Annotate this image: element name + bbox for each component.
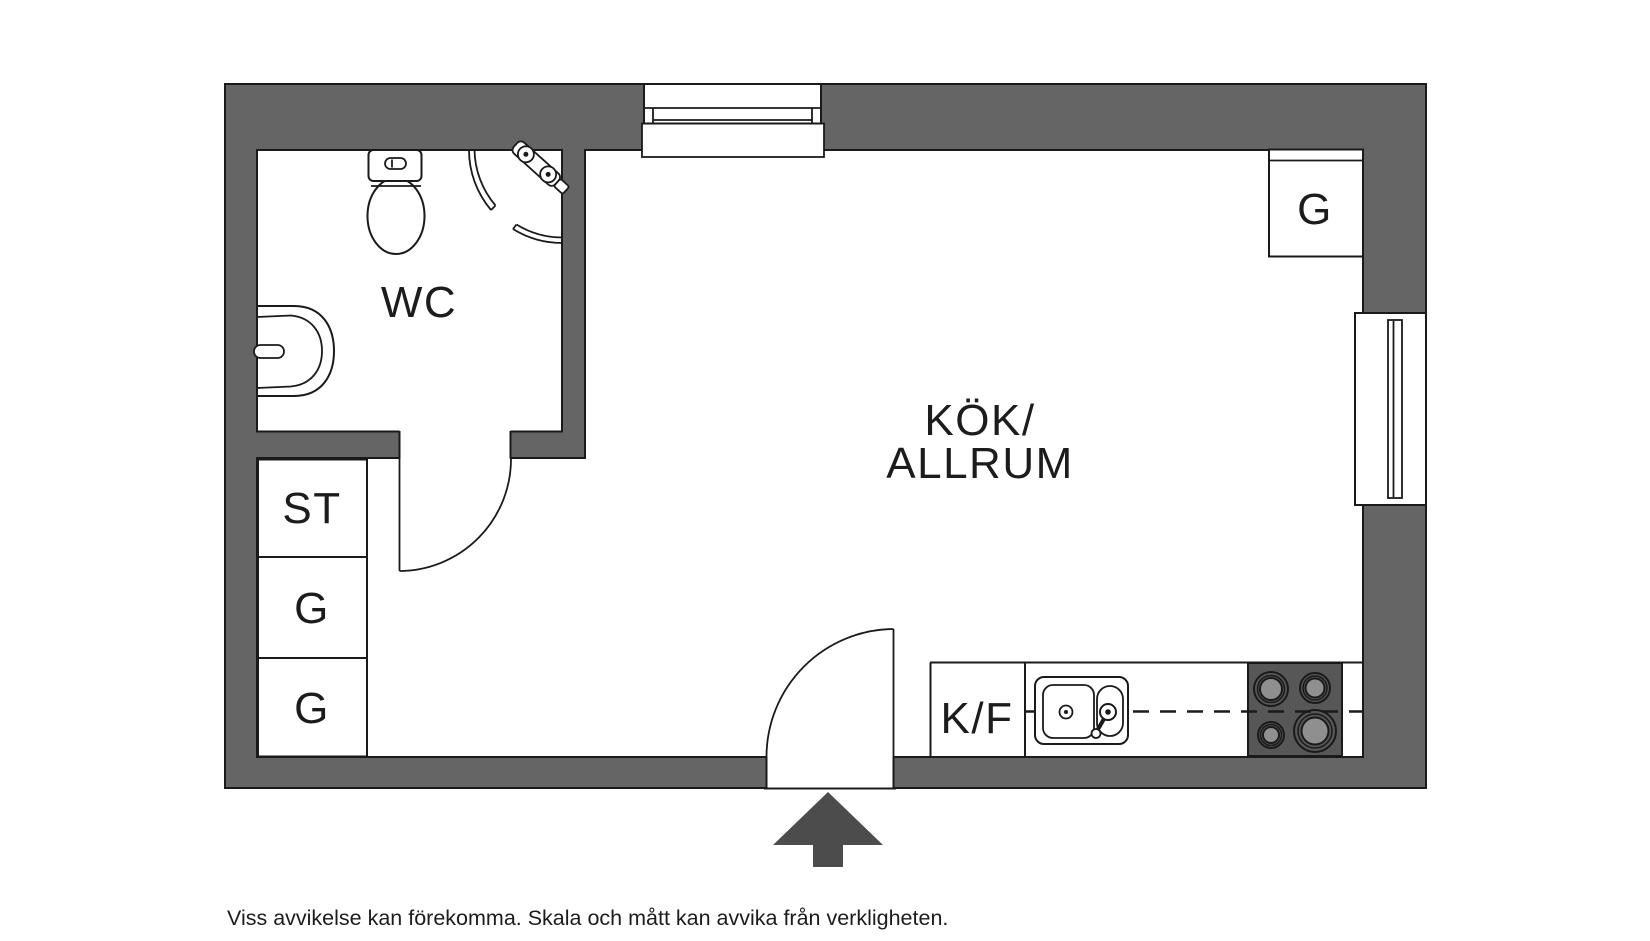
entry-door-jambs (764, 757, 896, 790)
bathroom-sink (253, 305, 336, 397)
window-top (641, 83, 825, 158)
stove-burner-top-left (1253, 671, 1289, 707)
window-right-glass (1387, 319, 1403, 499)
closet-st-label: ST (282, 484, 341, 533)
shower-screen (468, 149, 563, 244)
toilet-flush-button (384, 157, 407, 170)
entry-door-swing-arc (765, 628, 894, 758)
wardrobe-top-right-label: G (1297, 185, 1333, 234)
kitchen-sink-basin-left (1042, 684, 1095, 739)
kitchen-living-label-line2: ALLRUM (886, 439, 1074, 488)
kitchen-sink (1034, 676, 1129, 745)
toilet (366, 149, 426, 255)
entry-doorway (764, 628, 896, 790)
kitchen-faucet-dot (1105, 709, 1111, 715)
kitchen-living-label-line1: KÖK/ (924, 396, 1035, 445)
window-right (1354, 312, 1427, 506)
wc-doorway (398, 430, 512, 572)
kitchen-sink-drain-dot (1064, 710, 1068, 714)
kitchen-counter: K/F (929, 661, 1363, 757)
shower-screen-arc-outer-2 (512, 228, 563, 244)
wc-label: WC (381, 278, 457, 327)
shower-screen-cap-1 (490, 204, 497, 211)
shower-mixer-knob-right-dot (545, 171, 551, 177)
closet-outline (257, 458, 368, 758)
closet-dividers (258, 556, 367, 659)
window-top-sill (641, 122, 825, 158)
kitchen-sink-basin-right (1096, 685, 1124, 737)
stove-burner-bottom-right (1293, 709, 1337, 753)
shower-mixer-spout (553, 178, 570, 195)
kitchen-sink-drain (1058, 704, 1074, 720)
shower-screen-arc-inner-2 (516, 223, 563, 239)
wc-door-opening (399, 430, 511, 460)
wc-fixtures: WC (253, 140, 570, 397)
wc-door-jambs (398, 431, 512, 459)
stove-burner-bottom-left (1257, 721, 1285, 749)
wc-door-swing-arc (399, 457, 512, 572)
closet-strip: ST G G (257, 458, 368, 758)
bathroom-sink-bowl (256, 314, 323, 389)
window-top-frame (643, 83, 822, 125)
entry-arrow-icon (773, 792, 883, 867)
shower-screen-arc-outer-1 (468, 149, 492, 211)
bathroom-sink-tap (253, 344, 285, 359)
shower-screen-cap-2 (512, 223, 518, 230)
wardrobe-g2-label: G (294, 684, 330, 733)
window-right-frame (1354, 312, 1427, 506)
wardrobe-top-right: G (1268, 148, 1364, 258)
entry-door-opening (766, 756, 894, 788)
fridge-freezer-label: K/F (941, 694, 1014, 743)
window-top-glass (644, 107, 821, 124)
wardrobe-g1-label: G (294, 584, 330, 633)
kitchen-faucet-knob (1090, 728, 1102, 739)
kitchen-sink-outline (1034, 676, 1129, 745)
kitchen-living-label: KÖK/ ALLRUM (886, 396, 1074, 488)
toilet-bowl (366, 177, 426, 255)
fridge-freezer-box (929, 662, 1026, 756)
wardrobe-top-right-outline (1268, 148, 1364, 258)
disclaimer-text: Viss avvikelse kan förekomma. Skala och … (227, 906, 948, 930)
stove-burner-top-right (1299, 672, 1331, 704)
shower-screen-arc-inner-1 (473, 149, 497, 207)
shower-mixer (511, 140, 570, 195)
shower-mixer-knob-left-dot (523, 151, 529, 157)
